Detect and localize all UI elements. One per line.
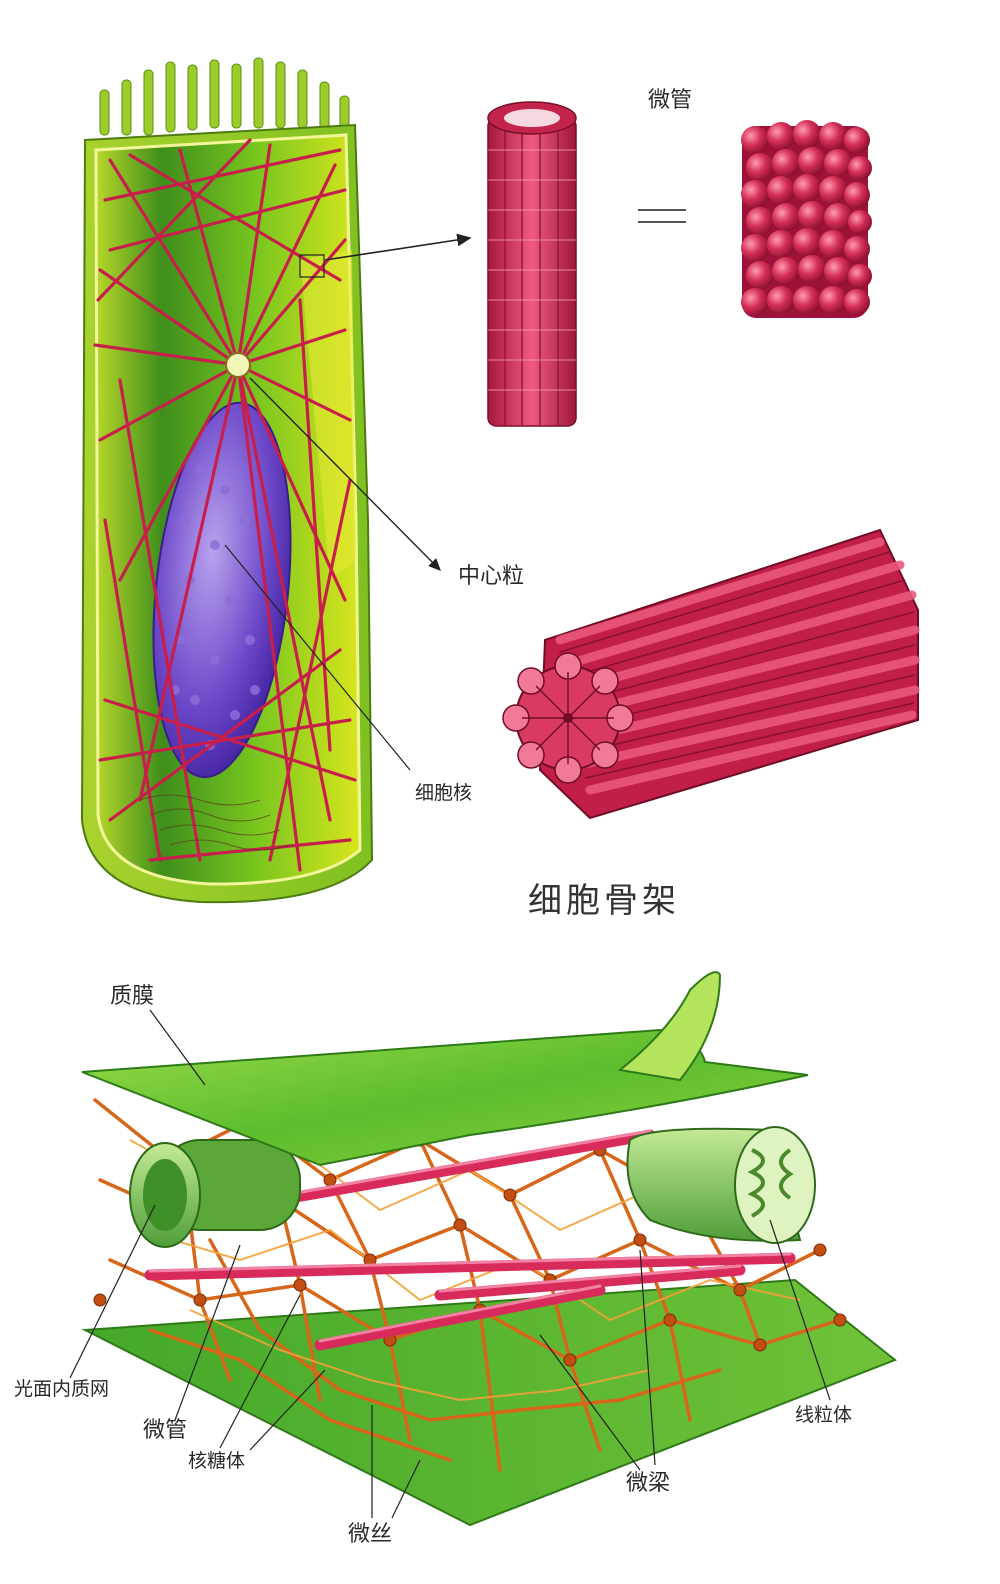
pointer-to-centriole [249,377,441,571]
label-microfilament: 微丝 [348,1522,393,1547]
pointer-to-nucleus [224,544,411,771]
cell-microtubules [93,138,357,872]
smooth-er [129,1139,301,1248]
equals-sign [638,209,686,223]
label-mitochondrion: 线粒体 [795,1404,853,1426]
mitochondrion [626,1126,816,1244]
label-smooth-er: 光面内质网 [14,1378,110,1400]
pointer-to-microtubule [324,233,472,261]
bottom-pointer-lines [69,1009,831,1519]
microvilli [99,57,350,137]
label-microtubule-top: 微管 [648,88,693,113]
microtubule-cylinder [487,101,577,427]
label-nucleus: 细胞核 [415,782,473,804]
tubulin-subunit-cylinder [741,120,872,318]
page-title: 细胞骨架 [528,881,680,921]
cytoskeleton-block [81,971,897,1527]
cell-drawing [80,57,374,904]
label-microtubule-bottom: 微管 [143,1418,188,1443]
block-microtubules [144,1129,796,1351]
centriole-bundle [502,528,920,820]
label-microtrabecula: 微梁 [626,1471,671,1496]
label-centriole: 中心粒 [458,564,525,589]
centriole-structure [225,352,251,378]
label-ribosome: 核糖体 [188,1450,246,1472]
label-plasma-membrane: 质膜 [110,984,155,1009]
